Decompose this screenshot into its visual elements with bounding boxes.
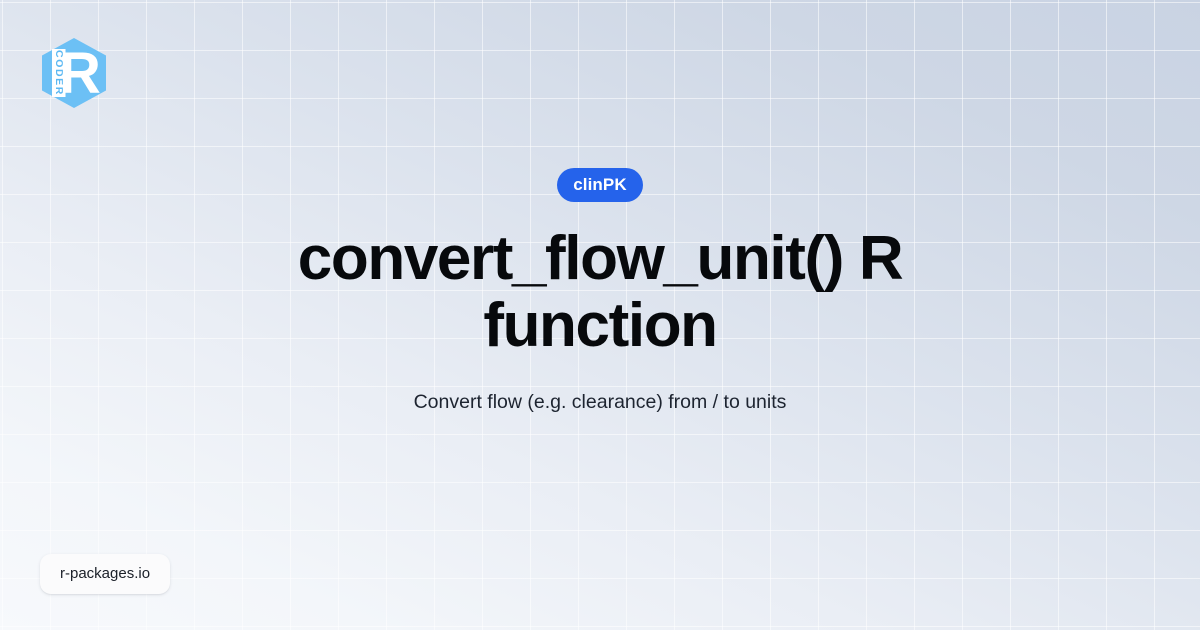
svg-text:CODER: CODER bbox=[53, 50, 65, 96]
r-coder-hexagon-icon: CODER R bbox=[42, 38, 106, 108]
page-title: convert_flow_unit() R function bbox=[297, 224, 904, 360]
package-badge[interactable]: clinPK bbox=[557, 168, 643, 202]
page-subtitle: Convert flow (e.g. clearance) from / to … bbox=[413, 390, 787, 413]
r-coder-logo[interactable]: CODER R bbox=[38, 36, 110, 110]
hero-block: clinPK convert_flow_unit() R function Co… bbox=[0, 168, 1200, 416]
site-badge[interactable]: r-packages.io bbox=[40, 554, 171, 594]
svg-text:R: R bbox=[59, 41, 101, 106]
